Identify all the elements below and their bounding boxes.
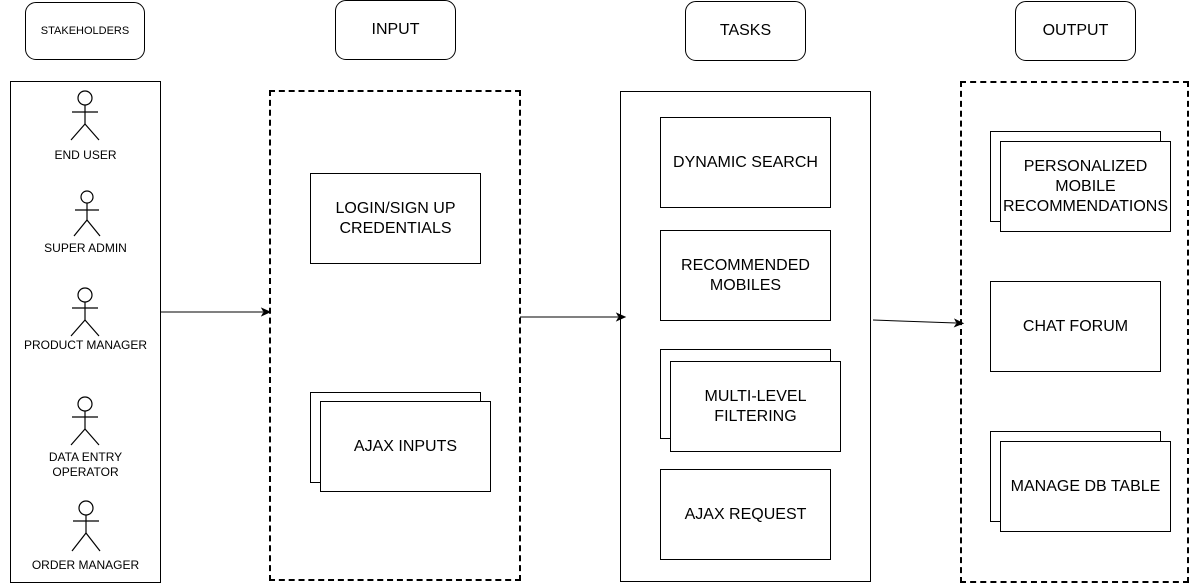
dynamic-search-box: DYNAMIC SEARCH <box>660 117 831 208</box>
arrow-icon <box>520 312 627 322</box>
stakeholder-label: SUPER ADMIN <box>44 241 127 255</box>
chat-forum-box: CHAT FORUM <box>990 281 1161 372</box>
stakeholder-label: ORDER MANAGER <box>31 558 140 572</box>
ajax-request-box: AJAX REQUEST <box>660 469 831 560</box>
multi-level-filtering-box: MULTI-LEVEL FILTERING <box>670 361 841 452</box>
stakeholder-label: PRODUCT MANAGER <box>23 338 148 352</box>
stakeholders-header: STAKEHOLDERS <box>25 2 145 60</box>
stakeholder-label: END USER <box>54 148 117 162</box>
tasks-header: TASKS <box>685 1 806 61</box>
arrow-icon <box>161 307 272 317</box>
input-panel <box>269 90 521 581</box>
arrow-icon <box>872 318 965 328</box>
ajax-inputs-box: AJAX INPUTS <box>320 401 491 492</box>
manage-db-table-box: MANAGE DB TABLE <box>1000 441 1171 532</box>
personalized-recommendations-box: PERSONALIZED MOBILE RECOMMENDATIONS <box>1000 141 1171 232</box>
recommended-mobiles-box: RECOMMENDED MOBILES <box>660 230 831 321</box>
tasks-header-label: TASKS <box>719 22 772 39</box>
login-credentials-box: LOGIN/SIGN UP CREDENTIALS <box>310 173 481 264</box>
input-header-label: INPUT <box>371 21 420 38</box>
input-header: INPUT <box>335 0 456 60</box>
stakeholder-label: DATA ENTRY OPERATOR <box>48 450 123 479</box>
output-header: OUTPUT <box>1015 1 1136 61</box>
stakeholders-header-label: STAKEHOLDERS <box>40 25 130 37</box>
output-header-label: OUTPUT <box>1042 22 1109 39</box>
